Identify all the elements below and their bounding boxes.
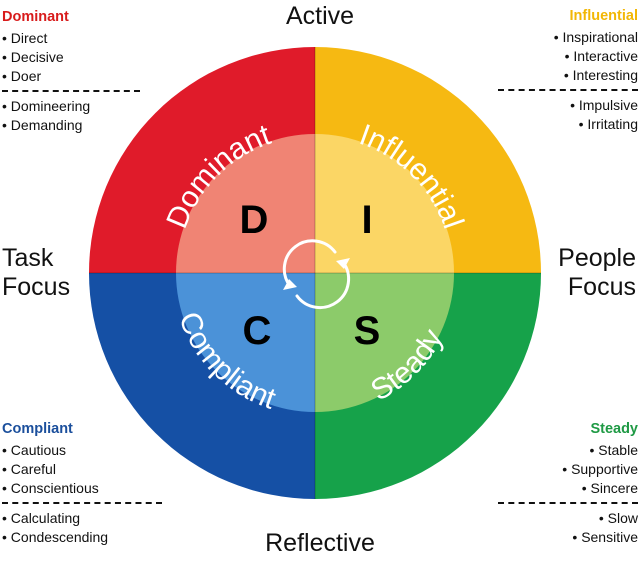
trait-item: Direct <box>2 29 140 48</box>
panel-dominant: Dominant DirectDecisiveDoer DomineeringD… <box>2 8 140 135</box>
trait-item: Interesting <box>498 66 638 85</box>
axis-label-reflective: Reflective <box>265 529 375 557</box>
quadrant-influential-inner <box>315 134 454 273</box>
axis-label-people: People <box>558 244 636 272</box>
negatives-list-dominant: DomineeringDemanding <box>2 97 140 135</box>
trait-item: Inspirational <box>498 28 639 47</box>
traits-list-steady: StableSupportiveSincere <box>498 441 638 498</box>
trait-item: Supportive <box>498 460 638 479</box>
circular-arrows-icon <box>282 239 351 310</box>
negatives-list-influential: ImpulsiveIrritating <box>498 96 638 134</box>
letter-i: I <box>361 198 372 242</box>
panel-title-dominant: Dominant <box>2 9 69 25</box>
trait-item: Decisive <box>2 48 140 67</box>
panel-influential: Influential InspirationalInteractiveInte… <box>498 7 638 134</box>
trait-item: Conscientious <box>2 479 162 498</box>
letter-s: S <box>354 309 381 353</box>
trait-item: Interactive <box>498 47 638 66</box>
trait-item: Doer <box>2 67 140 86</box>
dashed-divider <box>498 502 638 504</box>
panel-title-influential: Influential <box>569 8 638 24</box>
negative-trait-item: Domineering <box>2 97 140 116</box>
negative-trait-item: Condescending <box>2 528 162 547</box>
negative-trait-item: Irritating <box>498 115 638 134</box>
negative-trait-item: Demanding <box>2 116 140 135</box>
negative-trait-item: Impulsive <box>498 96 638 115</box>
trait-item: Sincere <box>498 479 638 498</box>
axis-label-task: Task <box>2 244 54 272</box>
axis-label-task-focus: Task Focus <box>2 244 70 302</box>
dashed-divider <box>2 502 162 504</box>
panel-title-steady: Steady <box>590 421 638 437</box>
quadrant-compliant-inner <box>176 273 315 412</box>
trait-item: Cautious <box>2 441 162 460</box>
negative-trait-item: Sensitive <box>498 528 638 547</box>
negatives-list-steady: SlowSensitive <box>498 509 638 547</box>
panel-steady: Steady StableSupportiveSincere SlowSensi… <box>498 420 638 547</box>
axis-label-people-focus: People Focus <box>558 244 636 302</box>
letter-c: C <box>243 309 272 353</box>
quadrant-dominant-inner <box>176 134 315 273</box>
letter-d: D <box>240 198 269 242</box>
panel-title-compliant: Compliant <box>2 421 73 437</box>
axis-label-focus-right: Focus <box>567 272 636 301</box>
dashed-divider <box>498 89 638 91</box>
quadrant-steady-inner <box>315 273 454 412</box>
traits-list-compliant: CautiousCarefulConscientious <box>2 441 162 498</box>
axis-label-focus-left: Focus <box>2 272 71 301</box>
negative-trait-item: Calculating <box>2 509 162 528</box>
axis-label-active: Active <box>285 2 355 30</box>
trait-item: Careful <box>2 460 162 479</box>
dashed-divider <box>2 90 140 92</box>
panel-compliant: Compliant CautiousCarefulConscientious C… <box>2 420 162 547</box>
traits-list-dominant: DirectDecisiveDoer <box>2 29 140 86</box>
negatives-list-compliant: CalculatingCondescending <box>2 509 162 547</box>
traits-list-influential: InspirationalInteractiveInteresting <box>498 28 639 85</box>
negative-trait-item: Slow <box>498 509 638 528</box>
trait-item: Stable <box>498 441 638 460</box>
